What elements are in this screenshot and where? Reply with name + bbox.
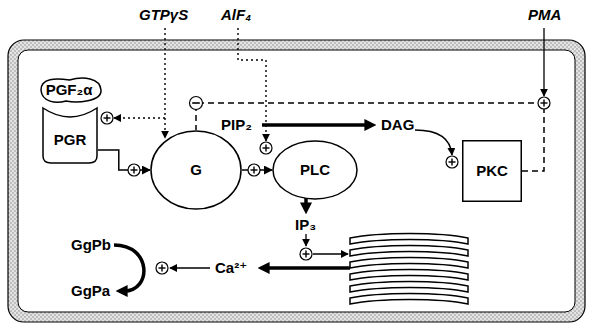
ion-label: Ca²⁺ (214, 259, 248, 277)
ellipse-outline (273, 141, 357, 199)
node-text: PLC (300, 161, 330, 179)
text-holder: PGR (42, 100, 98, 164)
agent-label: PMA (527, 6, 562, 24)
agent-label: AlF₄ (220, 6, 252, 24)
phosphoprotein-label: GgPa (70, 282, 111, 300)
plus-symbol (156, 262, 168, 274)
receptor-outline (43, 108, 97, 163)
plus-symbol (538, 97, 550, 109)
text-holder: PKC (462, 140, 522, 202)
ip3-arrow (305, 234, 306, 246)
messenger-label: IP₃ (294, 216, 317, 234)
node-text: PGR (54, 131, 87, 149)
er-arrow (313, 253, 348, 254)
agent-label: GTPγS (138, 6, 189, 24)
ligand-outline (41, 78, 101, 102)
activation-connector (98, 150, 150, 170)
kinase-node: PKC (462, 140, 522, 202)
endoplasmic-reticulum (350, 234, 468, 305)
ggp-conversion-arrow (114, 245, 144, 291)
plus-symbol (128, 164, 140, 176)
text-holder: PGF₂α (35, 76, 104, 104)
thick-arrows (114, 125, 368, 291)
dag-to-pkc-arrow (415, 130, 452, 155)
phosphoprotein-label: GgPb (70, 236, 112, 254)
plus-symbol (248, 164, 260, 176)
pma-arrow (543, 28, 544, 96)
calcium-release-arrow (266, 266, 350, 270)
plus-symbol (260, 142, 272, 154)
calcium-arrow (170, 267, 210, 268)
node-text: G (190, 161, 202, 179)
text-holder: G (150, 130, 242, 210)
cell-interior (18, 50, 575, 312)
ellipse-outline (151, 131, 241, 209)
gtpgs-branch-arrow (114, 117, 165, 118)
ligand-node: PGF₂α (35, 76, 104, 104)
node-text: PKC (476, 162, 508, 180)
box-outline (463, 141, 522, 202)
plus-symbol (300, 248, 312, 260)
gtpgs-arrow (164, 28, 165, 138)
minus-symbol (190, 97, 203, 110)
pip2-to-dag-arrow (262, 123, 368, 127)
dotted-arrows (114, 28, 266, 141)
messenger-label: DAG (380, 116, 415, 134)
lipid-label: PIP₂ (220, 116, 253, 134)
cell-membrane (8, 40, 585, 322)
g-protein-node: G (150, 130, 242, 210)
plus-symbol (446, 156, 458, 168)
receptor-node: PGR (42, 100, 98, 164)
enzyme-node: PLC (272, 140, 358, 200)
node-text: PGF₂α (46, 81, 93, 99)
plus-symbol (101, 112, 113, 124)
text-holder: PLC (272, 140, 358, 200)
